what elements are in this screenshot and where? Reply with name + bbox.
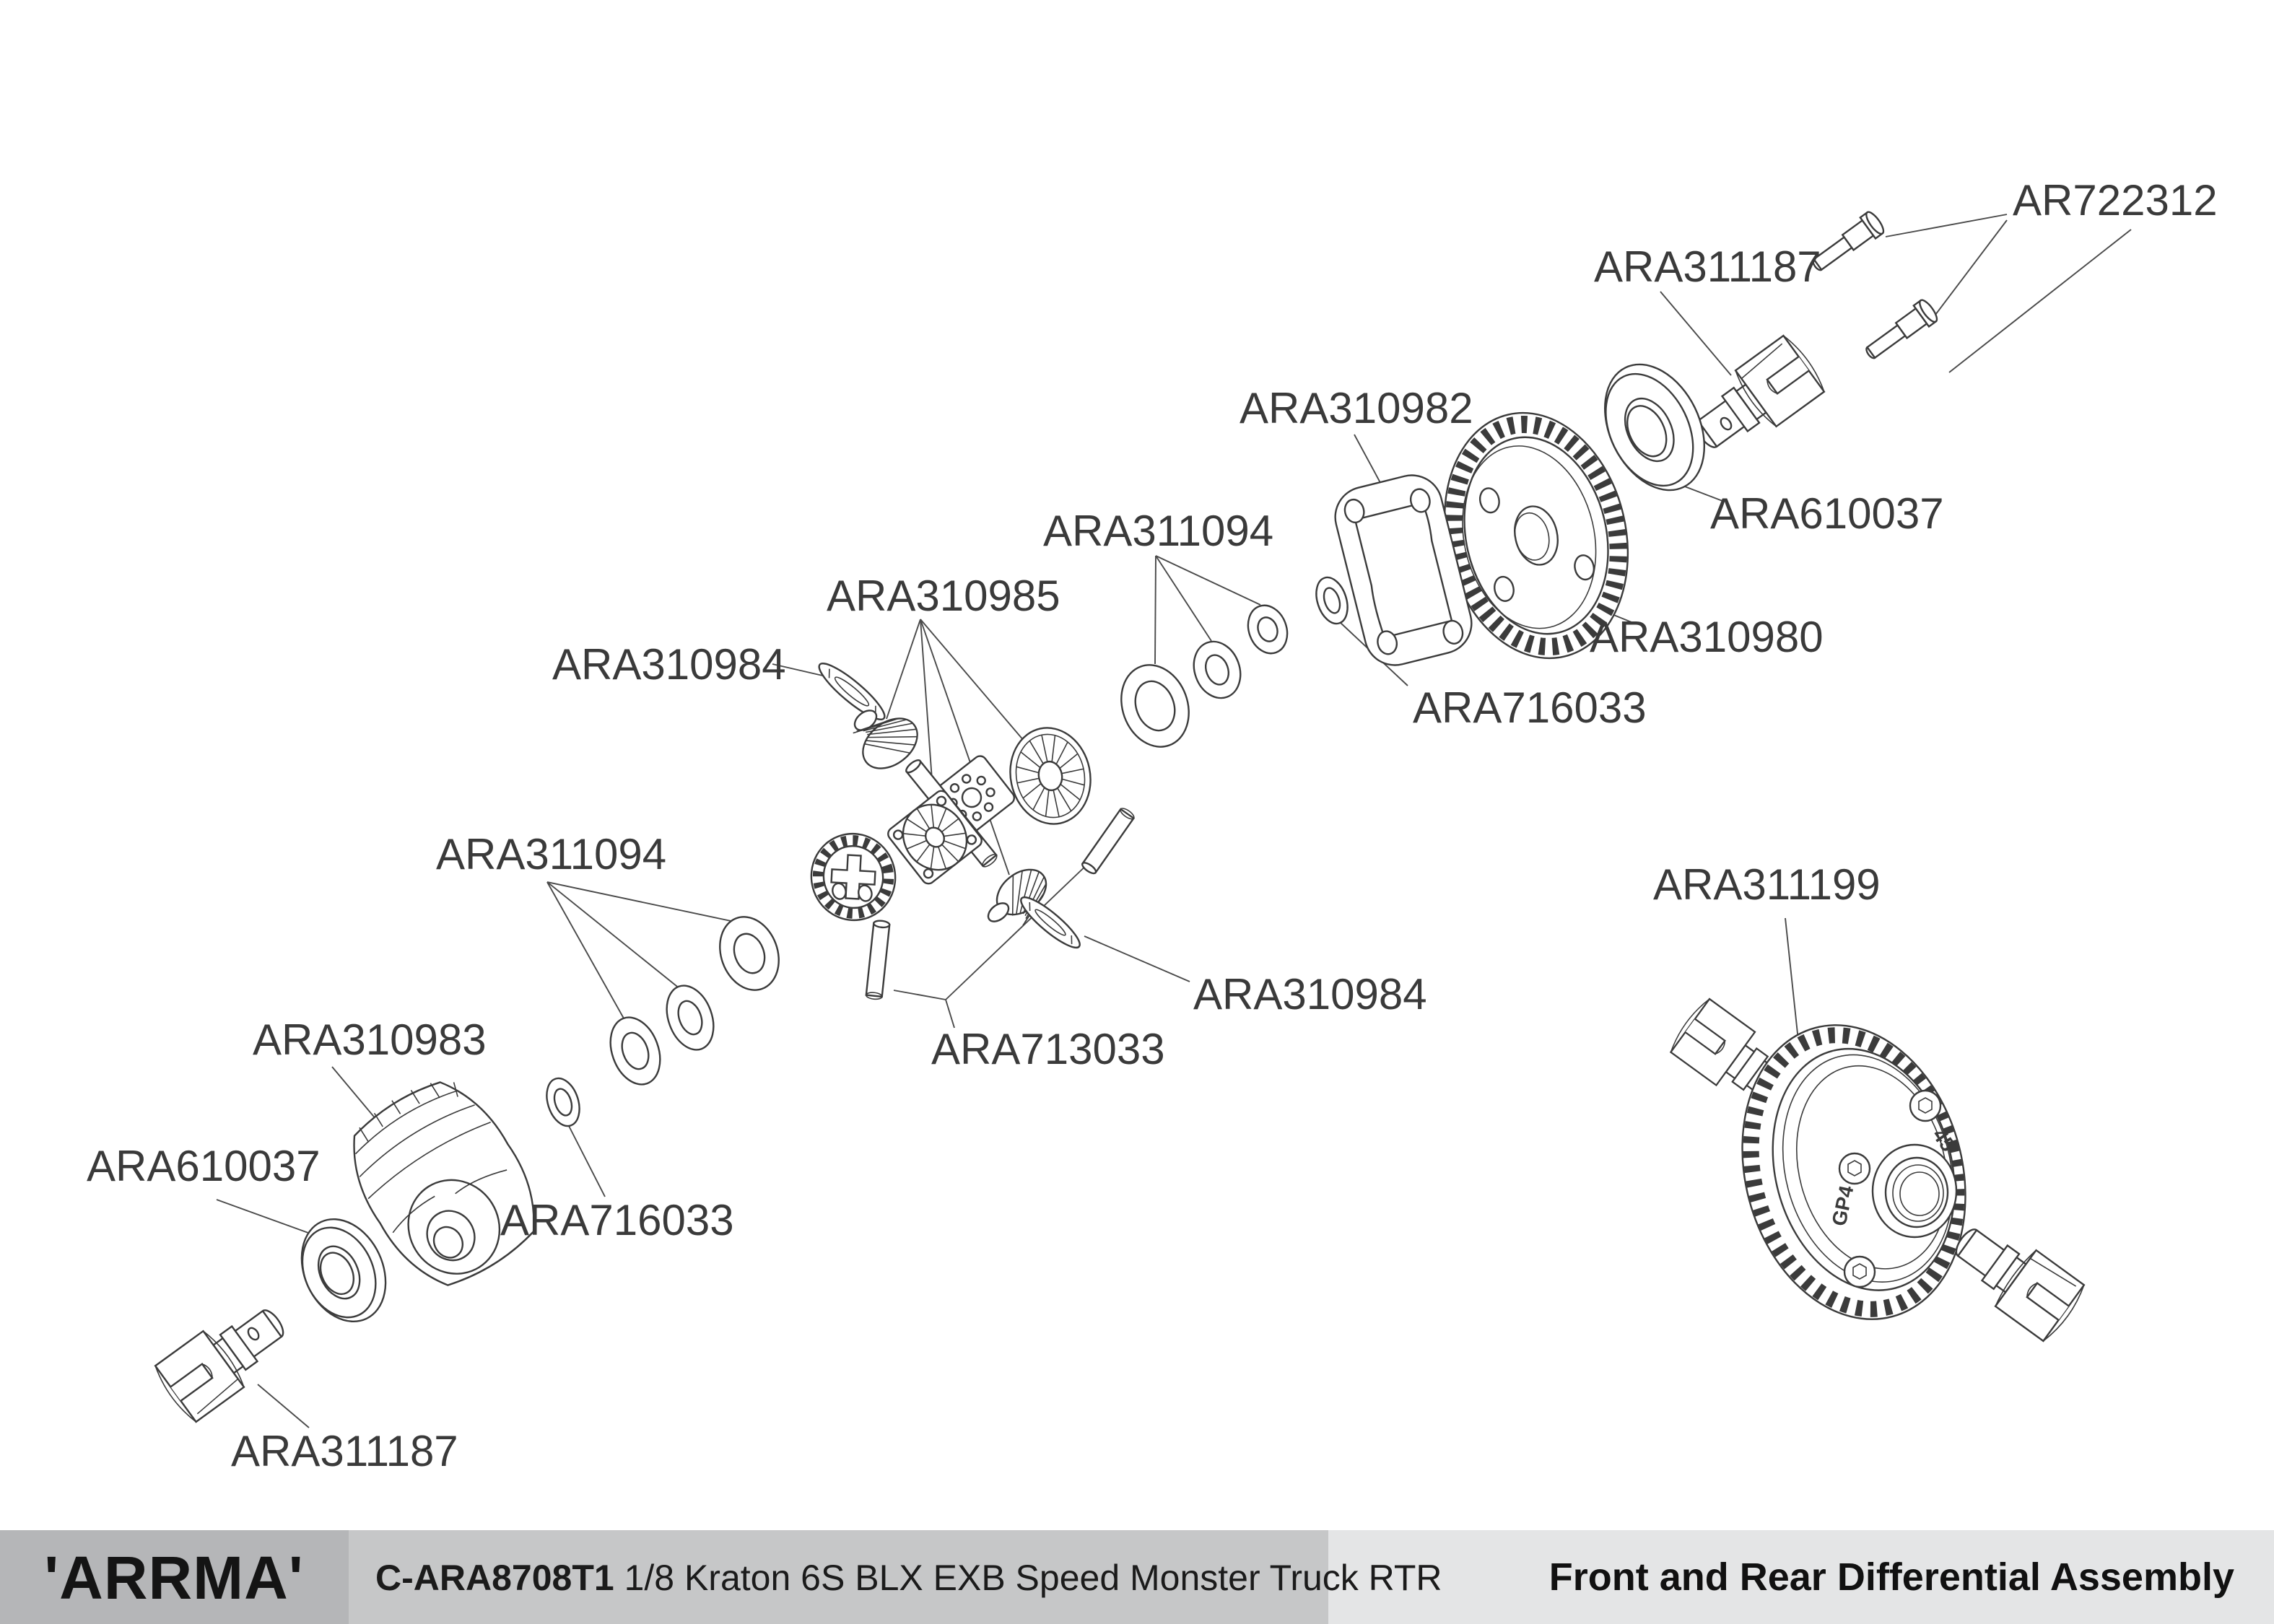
part-label-ara311199: ARA311199: [1653, 860, 1881, 909]
hex-screw-icon: [1838, 1089, 1942, 1288]
part-label-ara311094b: ARA311094: [436, 830, 666, 878]
cross-shim-icon: [818, 663, 886, 720]
part-label-ara311187a: ARA311187: [1594, 243, 1821, 291]
bearing-icon: [1604, 363, 1705, 492]
part-label-ara716033a: ARA716033: [1413, 684, 1647, 732]
part-label-ara310982: ARA310982: [1240, 384, 1473, 432]
washer-icon: [1247, 604, 1289, 655]
footer-right-block: [1328, 1530, 2274, 1624]
output-gear-icon: [1009, 727, 1092, 825]
part-label-ara310984a: ARA310984: [552, 640, 786, 689]
washer-icon: [719, 916, 780, 991]
pin-screw-icon: [1865, 299, 1938, 359]
output-gear-plate-icon: [887, 790, 983, 885]
outdrive-cup-icon: [1695, 334, 1826, 448]
part-label-ara310985: ARA310985: [827, 572, 1060, 620]
footer-sheet-title: Front and Rear Differential Assembly: [1549, 1555, 2234, 1599]
footer-center-block: [349, 1530, 1328, 1624]
bearing-icon: [300, 1218, 387, 1323]
leader-lines: [216, 214, 2132, 1428]
part-label-ara716033b: ARA716033: [500, 1196, 734, 1244]
ring-gear-icon: [1443, 411, 1629, 660]
washer-icon: [666, 985, 715, 1051]
part-label-ara310980: ARA310980: [1590, 613, 1824, 661]
part-label-ara713033: ARA713033: [931, 1025, 1165, 1073]
pin-screw-icon: [1812, 211, 1885, 271]
part-label-ara310984b: ARA310984: [1193, 970, 1427, 1018]
bearing-boss-icon: [1871, 1143, 1958, 1239]
part-label-ara311187b: ARA311187: [231, 1427, 458, 1475]
footer-logo-block: [0, 1530, 349, 1624]
arrma-logo: 'ARRMA': [44, 1544, 304, 1612]
cross-shim-icon: [1020, 896, 1081, 949]
footer-kit-label: C-ARA8708T1 1/8 Kraton 6S BLX EXB Speed …: [375, 1558, 1442, 1598]
diff-case-icon: [353, 1081, 535, 1286]
part-label-ara310983: ARA310983: [253, 1016, 487, 1064]
part-label-ar722312: AR722312: [2013, 176, 2218, 224]
diff-pin-icon: [1081, 808, 1136, 875]
diff-pin-icon: [865, 920, 891, 1000]
washer-icon: [1120, 664, 1190, 748]
shim-icon: [1315, 576, 1349, 625]
washer-icon: [1193, 640, 1242, 699]
shim-icon: [546, 1077, 580, 1127]
part-label-ara311094a: ARA311094: [1043, 507, 1273, 555]
bevel-gear-icon: [853, 710, 918, 769]
outdrive-cup-icon: [154, 1309, 284, 1423]
part-label-ara610037a: ARA610037: [1710, 489, 1944, 538]
gasket-icon: [1334, 474, 1473, 666]
assembled-differential: 45 GP4: [1669, 997, 2086, 1343]
part-label-ara610037b: ARA610037: [87, 1142, 321, 1190]
washer-icon: [609, 1016, 661, 1086]
footer-bar: 'ARRMA' C-ARA8708T1 1/8 Kraton 6S BLX EX…: [0, 1530, 2274, 1624]
diff-gear-icon: [810, 832, 897, 922]
